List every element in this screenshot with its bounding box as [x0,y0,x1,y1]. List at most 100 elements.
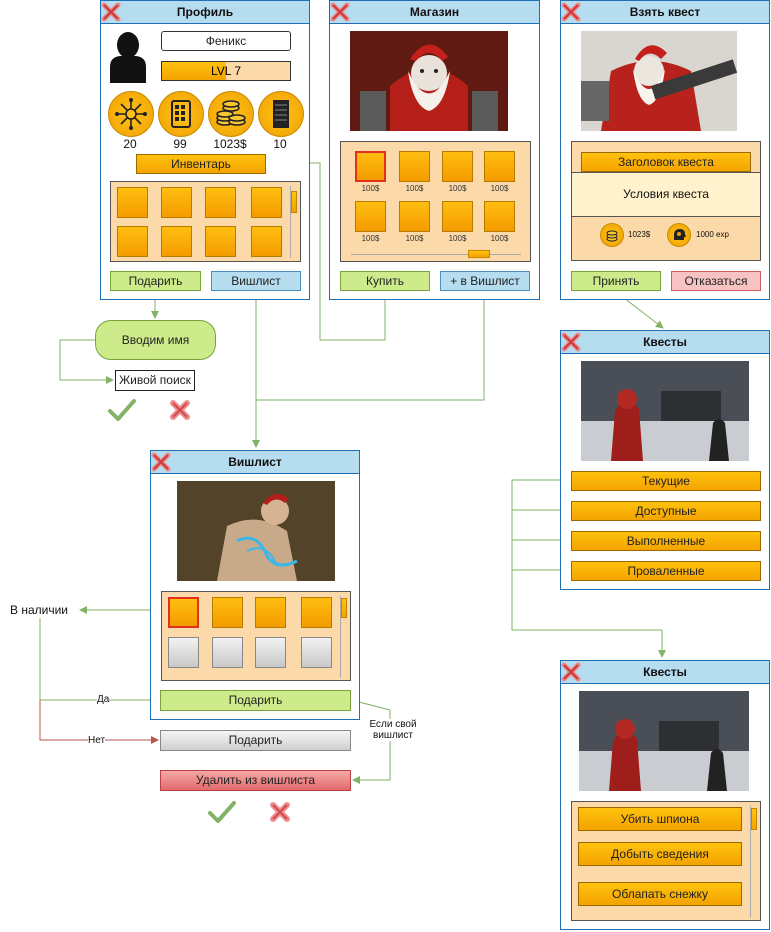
shop-slot[interactable] [442,151,473,182]
in-stock-label: В наличии [10,603,69,617]
quests-list-panel: Квесты Убить шпиона Добыть сведения Обла… [560,660,770,930]
inventory-scrollbar[interactable] [290,186,297,258]
check-icon [208,801,236,823]
shop-slot[interactable] [442,201,473,232]
gift-button[interactable]: Подарить [110,271,201,291]
take-quest-panel: Взять квест Заголовок квеста Условия кве… [560,0,770,300]
quest-list-scrollbar[interactable] [750,806,757,918]
category-available[interactable]: Доступные [571,501,761,521]
wishlist-button[interactable]: Вишлист [211,271,301,291]
connector-if-own [350,699,391,784]
wishlist-slot[interactable] [301,597,332,628]
profile-title: Профиль [101,1,309,24]
wishlist-slot[interactable] [212,597,243,628]
quest-conditions: Условия квеста [623,187,709,201]
price-label: 100$ [361,184,380,193]
winter-soldier-image [581,361,749,461]
quest-item[interactable]: Добыть сведения [578,842,742,866]
delete-from-wishlist-button[interactable]: Удалить из вишлиста [160,770,351,791]
coins-icon [208,91,254,137]
wishlist-slot[interactable] [301,637,332,668]
reward-exp: 1000 exp [696,230,729,239]
wishlist-slot[interactable] [168,597,199,628]
inventory-slot[interactable] [117,226,148,257]
quests-list-title: Квесты [561,661,769,684]
shop-scrollbar[interactable] [351,254,521,255]
quest-item[interactable]: Облапать снежку [578,882,742,906]
shop-slot[interactable] [484,201,515,232]
scrollbar-thumb[interactable] [468,250,490,258]
add-to-wishlist-button[interactable]: + в Вишлист [440,271,530,291]
yes-label: Да [97,694,110,705]
inventory-slot[interactable] [161,226,192,257]
close-icon[interactable] [101,2,121,22]
quest-title-bar: Заголовок квеста [581,152,751,172]
wishlist-slot[interactable] [212,637,243,668]
stat-value: 1023$ [213,137,247,151]
shop-panel: Магазин 100$ 100$ 100$ 100$ 100$ 100$ 10… [329,0,540,300]
live-search-node: Живой поиск [115,370,195,391]
quest-item[interactable]: Убить шпиона [578,807,742,831]
brain-icon [667,223,691,247]
close-icon[interactable] [330,2,350,22]
price-label: 100$ [361,234,380,243]
inventory-slot[interactable] [161,187,192,218]
wishlist-slot[interactable] [255,597,286,628]
stat-value: 20 [123,137,137,151]
scrollbar-thumb[interactable] [291,191,297,213]
inventory-slot[interactable] [205,226,236,257]
shop-slot[interactable] [399,201,430,232]
gift-disabled-button[interactable]: Подарить [160,730,351,751]
price-label: 100$ [405,184,424,193]
profile-panel: Профиль Феникс LVL 7 20 99 1023$ 10 Инве… [100,0,310,300]
connector-name-to-search [59,339,114,384]
accept-button[interactable]: Принять [571,271,661,291]
category-completed[interactable]: Выполненные [571,531,761,551]
level-bar: LVL 7 [161,61,291,81]
inventory-slot[interactable] [251,187,282,218]
inventory-grid [110,181,301,262]
category-failed[interactable]: Проваленные [571,561,761,581]
shop-slot[interactable] [484,151,515,182]
tablet-icon [158,91,204,137]
level-bar-fill [162,62,226,80]
cross-icon [270,802,290,822]
close-icon[interactable] [561,662,581,682]
quest-card: Заголовок квеста Условия квеста 1023$ 10… [571,141,761,261]
wishlist-grid [161,591,351,681]
if-own-wishlist-label: Если свой вишлист [365,719,421,741]
inventory-slot[interactable] [205,187,236,218]
inventory-button[interactable]: Инвентарь [136,154,266,174]
no-label: Нет [88,735,106,746]
santa-image [350,31,508,131]
santa-gun-image [581,31,737,131]
take-quest-title: Взять квест [561,1,769,24]
price-label: 100$ [448,184,467,193]
buy-button[interactable]: Купить [340,271,430,291]
wishlist-slot[interactable] [255,637,286,668]
quests-title: Квесты [561,331,769,354]
wishlist-scrollbar[interactable] [340,596,347,678]
shop-slot[interactable] [355,151,386,182]
shop-slot[interactable] [355,201,386,232]
scrollbar-thumb[interactable] [751,808,757,830]
inventory-slot[interactable] [117,187,148,218]
shop-slot[interactable] [399,151,430,182]
inventory-slot[interactable] [251,226,282,257]
wishlist-slot[interactable] [168,637,199,668]
reward-money: 1023$ [628,230,651,239]
close-icon[interactable] [561,332,581,352]
quests-panel: Квесты Текущие Доступные Выполненные Про… [560,330,770,590]
quest-conditions-box: Условия квеста [572,172,760,217]
avatar-icon [110,32,146,83]
wishlist-gift-button[interactable]: Подарить [160,690,351,711]
scrollbar-thumb[interactable] [341,598,347,618]
network-icon [108,91,154,137]
close-icon[interactable] [151,452,171,472]
decline-button[interactable]: Отказаться [671,271,761,291]
check-icon [108,399,136,421]
player-name: Феникс [161,31,291,51]
close-icon[interactable] [561,2,581,22]
connector-categories [511,479,666,658]
category-current[interactable]: Текущие [571,471,761,491]
